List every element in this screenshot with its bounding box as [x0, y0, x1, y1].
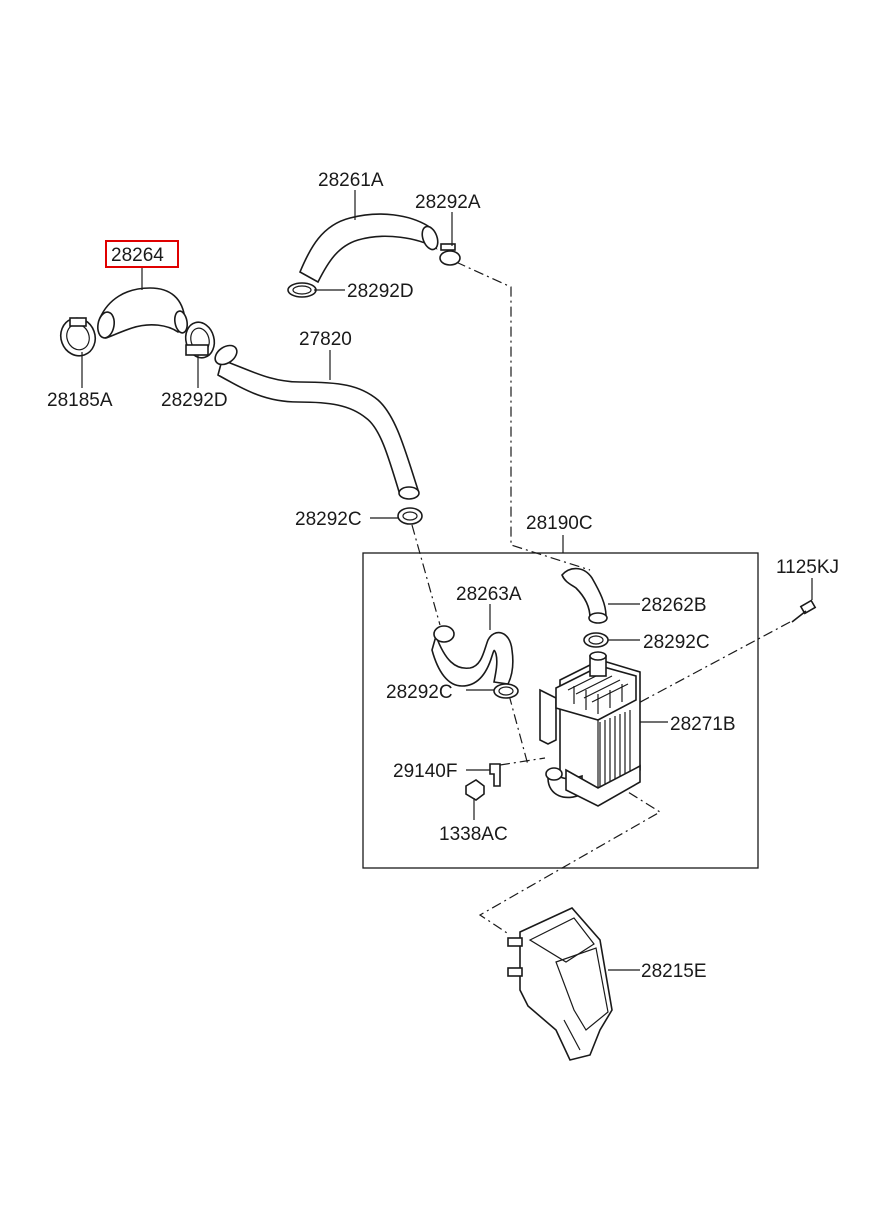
label-28292D-top[interactable]: 28292D: [347, 281, 414, 302]
label-28190C[interactable]: 28190C: [526, 513, 593, 534]
air-guide-28215E[interactable]: [507, 907, 613, 1061]
label-28292A[interactable]: 28292A: [415, 192, 481, 213]
highlight-box-28264: [105, 240, 179, 268]
hose-28262B[interactable]: [561, 567, 608, 624]
label-27820[interactable]: 27820: [299, 329, 352, 350]
label-28292C-upper[interactable]: 28292C: [295, 509, 362, 530]
intercooler-28271B[interactable]: [539, 651, 641, 807]
bolt-1125KJ[interactable]: [791, 599, 817, 623]
label-1338AC[interactable]: 1338AC: [439, 824, 508, 845]
label-28215E[interactable]: 28215E: [641, 961, 707, 982]
label-28271B[interactable]: 28271B: [670, 714, 736, 735]
label-28264[interactable]: 28264: [111, 245, 164, 266]
label-28262B[interactable]: 28262B: [641, 595, 707, 616]
connector-line-29140F: [499, 757, 546, 766]
label-28292C-lower[interactable]: 28292C: [386, 682, 453, 703]
clamp-28292A[interactable]: [439, 243, 461, 266]
label-1125KJ[interactable]: 1125KJ: [776, 557, 839, 578]
clamp-28292D-top[interactable]: [287, 282, 317, 298]
clamp-28292C-right[interactable]: [583, 632, 609, 648]
connector-line-lower-clamp: [508, 694, 529, 766]
clamp-28292C-lower[interactable]: [493, 683, 519, 699]
nut-1338AC[interactable]: [465, 779, 485, 801]
assembly-group-box: [362, 552, 759, 869]
connector-line-28215E: [478, 781, 662, 936]
hose-28263A[interactable]: [431, 625, 514, 687]
label-28261A[interactable]: 28261A: [318, 170, 384, 191]
bracket-29140F[interactable]: [489, 763, 501, 787]
clamp-28292D-left[interactable]: [182, 319, 218, 361]
connector-line-28292C: [411, 524, 441, 626]
label-28263A[interactable]: 28263A: [456, 584, 522, 605]
connector-line-1125KJ: [559, 621, 791, 746]
hose-28264[interactable]: [96, 287, 189, 340]
connector-line-28292A: [455, 261, 591, 571]
label-28185A[interactable]: 28185A: [47, 390, 113, 411]
clamp-28292C-upper[interactable]: [397, 507, 423, 525]
label-28292D-left[interactable]: 28292D: [161, 390, 228, 411]
hose-27820[interactable]: [212, 342, 420, 500]
label-28292C-right[interactable]: 28292C: [643, 632, 710, 653]
label-29140F[interactable]: 29140F: [393, 761, 457, 782]
clamp-28185A[interactable]: [56, 313, 101, 360]
hose-28261A[interactable]: [298, 213, 441, 284]
